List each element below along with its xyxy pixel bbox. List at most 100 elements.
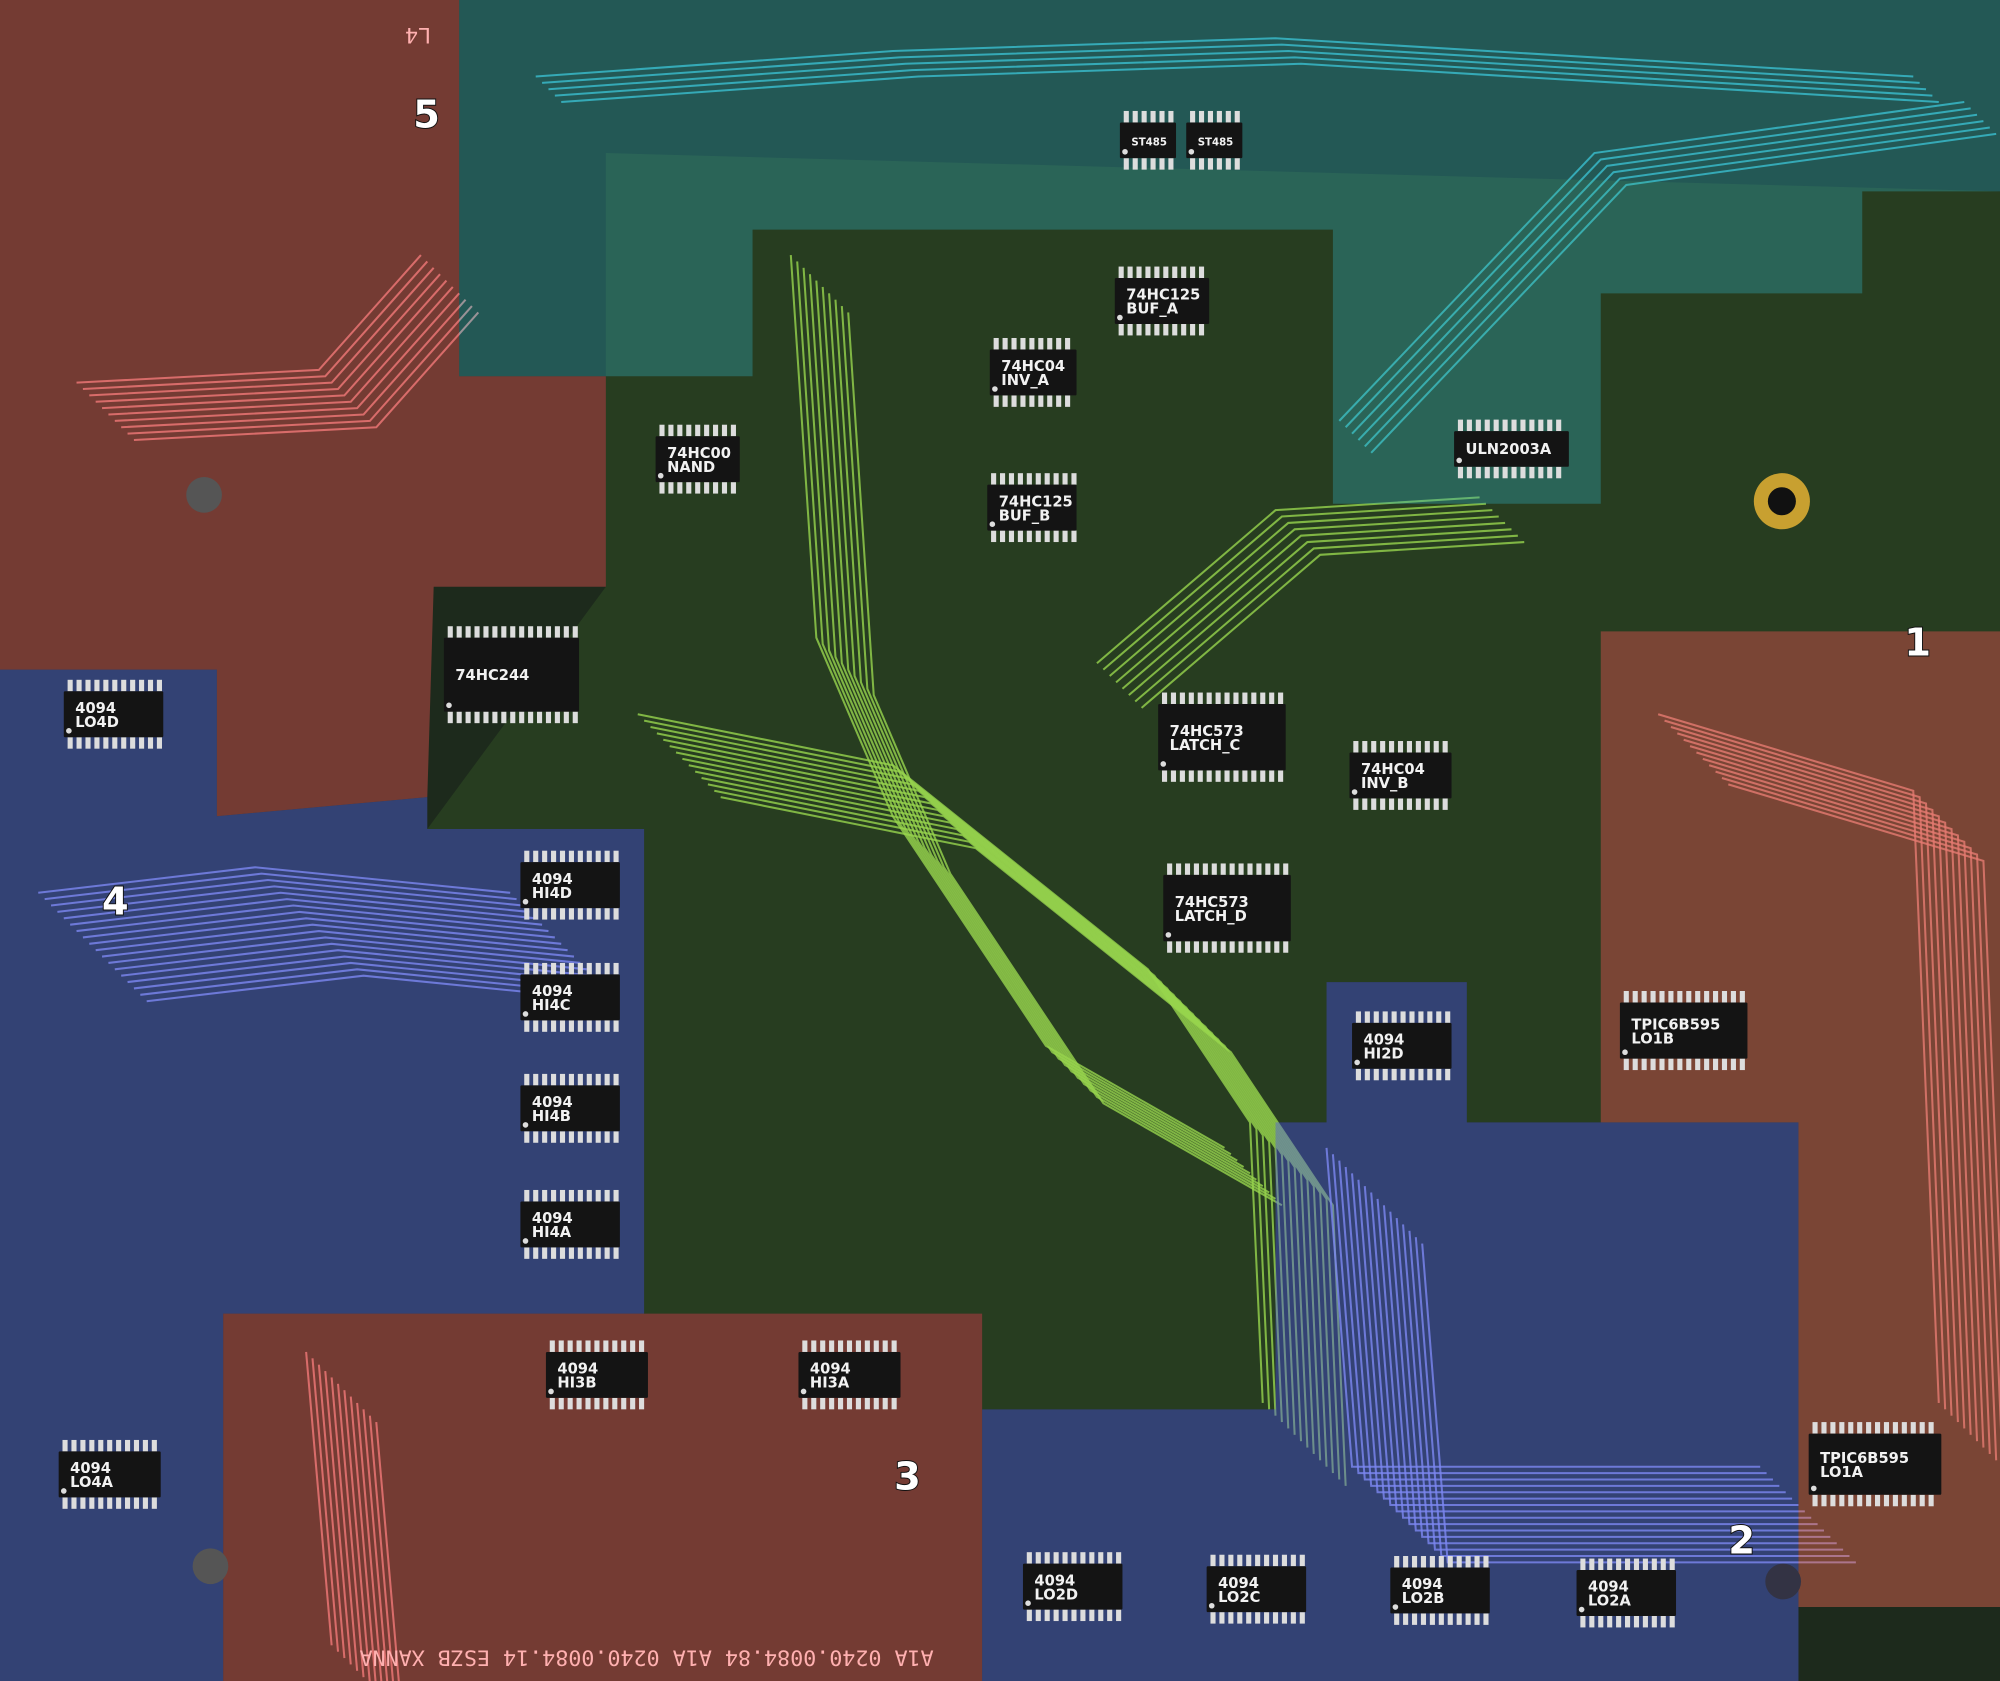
ic-pin (1418, 1011, 1424, 1023)
pcb-trace (1389, 1211, 1824, 1532)
ic-pin (1274, 941, 1280, 953)
ic-pin (551, 962, 557, 975)
ic-pin (1118, 323, 1124, 336)
pcb-trace (1376, 1198, 1812, 1519)
ic-pin (1677, 990, 1683, 1003)
ic-pin (483, 711, 489, 724)
pcb-trace (101, 279, 448, 410)
pcb-trace (847, 312, 1283, 1207)
ic-pin (1382, 1068, 1388, 1081)
pin1-dot (66, 728, 72, 734)
pcb-trace (1382, 1205, 1818, 1526)
ic-pin (1424, 741, 1430, 753)
ic-pin (559, 908, 566, 920)
region-label-2: 2 (1728, 1518, 1755, 1563)
ic-pin (1380, 798, 1386, 810)
ic-pin (1364, 1068, 1370, 1081)
ic-pin (533, 1073, 539, 1086)
ic-pin (559, 1020, 566, 1032)
ic-body (1022, 1563, 1123, 1610)
chip-label-ref: BUF_A (1126, 301, 1178, 318)
ic-pin (613, 962, 619, 975)
ic-pin (1457, 419, 1464, 432)
ic-pin (121, 737, 127, 749)
mounting-hole-center (1767, 487, 1796, 516)
pcb-trace (127, 955, 600, 984)
pcb-trace (834, 299, 1270, 1194)
ic-pin (1418, 1068, 1424, 1081)
chip-label-part: TPIC6B595 (1820, 1450, 1909, 1467)
ic-pin (133, 1439, 140, 1452)
ic-pin (1875, 1422, 1881, 1434)
ic-pin (1290, 1554, 1296, 1567)
pin1-dot (522, 1122, 529, 1128)
ic-pin (1290, 1612, 1296, 1624)
ic-pin (991, 530, 997, 543)
ic-body (1163, 874, 1291, 942)
ic-pin (1154, 323, 1160, 336)
ic-pin (551, 1247, 557, 1259)
ic-pin (1176, 941, 1182, 953)
ic-pin (1901, 1494, 1907, 1507)
ic-body (1390, 1567, 1490, 1614)
ic-pin (1167, 863, 1173, 875)
ic-pin (568, 1189, 574, 1202)
ic-pin (1436, 1068, 1442, 1081)
ic-pin (1145, 323, 1151, 336)
ic-pin (1179, 770, 1185, 782)
ic-pin (586, 1073, 592, 1086)
pin1-dot (989, 521, 996, 528)
ic-pin (465, 711, 471, 724)
chip-label-part: 4094 (532, 1094, 573, 1111)
ic-pin (1382, 1011, 1388, 1023)
ic-pin (1641, 990, 1647, 1003)
ic-pin (704, 482, 710, 494)
ic-pin (891, 1340, 897, 1352)
ic-pin (567, 1397, 573, 1410)
chip-label-part: 4094 (1588, 1579, 1629, 1596)
ic-pin (559, 1247, 566, 1259)
ic-pin (559, 1189, 566, 1202)
pin1-dot (1117, 314, 1123, 321)
ic-pin (721, 482, 728, 494)
pcb-trace (720, 796, 1347, 1486)
ic-pin (568, 1131, 574, 1143)
ic-pin (577, 1073, 583, 1086)
ic-pin (116, 1439, 122, 1452)
ic-body (1808, 1433, 1942, 1495)
ic-pin (1730, 1058, 1736, 1071)
ic-chip: ST485 (1119, 110, 1177, 170)
region-label-3: 3 (894, 1455, 921, 1500)
pin1-dot (548, 1388, 554, 1395)
ic-pin (1071, 530, 1077, 543)
ic-pin (855, 1397, 861, 1410)
chip-label-ref: LO4A (70, 1474, 113, 1491)
ic-pin (604, 908, 610, 920)
ic-pin (456, 626, 462, 638)
ic-pin (533, 1020, 539, 1032)
chip-label-part: 74HC573 (1170, 723, 1244, 740)
ic-pin (524, 1020, 530, 1032)
pcb-trace (1338, 1160, 1773, 1481)
pcb-trace (101, 930, 575, 958)
ic-pin (1246, 1554, 1252, 1567)
ic-pin (1919, 1422, 1925, 1434)
pcb-trace (82, 260, 429, 391)
ic-pin (1172, 266, 1178, 279)
ic-pin (551, 850, 557, 863)
pcb-trace (362, 1409, 389, 1681)
ic-pin (576, 1397, 582, 1410)
ic-body (798, 1351, 901, 1398)
ic-pin (1483, 1556, 1489, 1568)
ic-body (1186, 122, 1243, 159)
ic-pin (1397, 798, 1404, 810)
ic-pin (594, 1397, 600, 1410)
ic-pin (139, 737, 145, 749)
ic-pin (1660, 1558, 1666, 1571)
ic-pin (1427, 1011, 1433, 1023)
chip-label-ref: HI4B (532, 1108, 571, 1125)
ic-pin (1406, 741, 1412, 753)
chip-label-part: ST485 (1198, 137, 1234, 148)
